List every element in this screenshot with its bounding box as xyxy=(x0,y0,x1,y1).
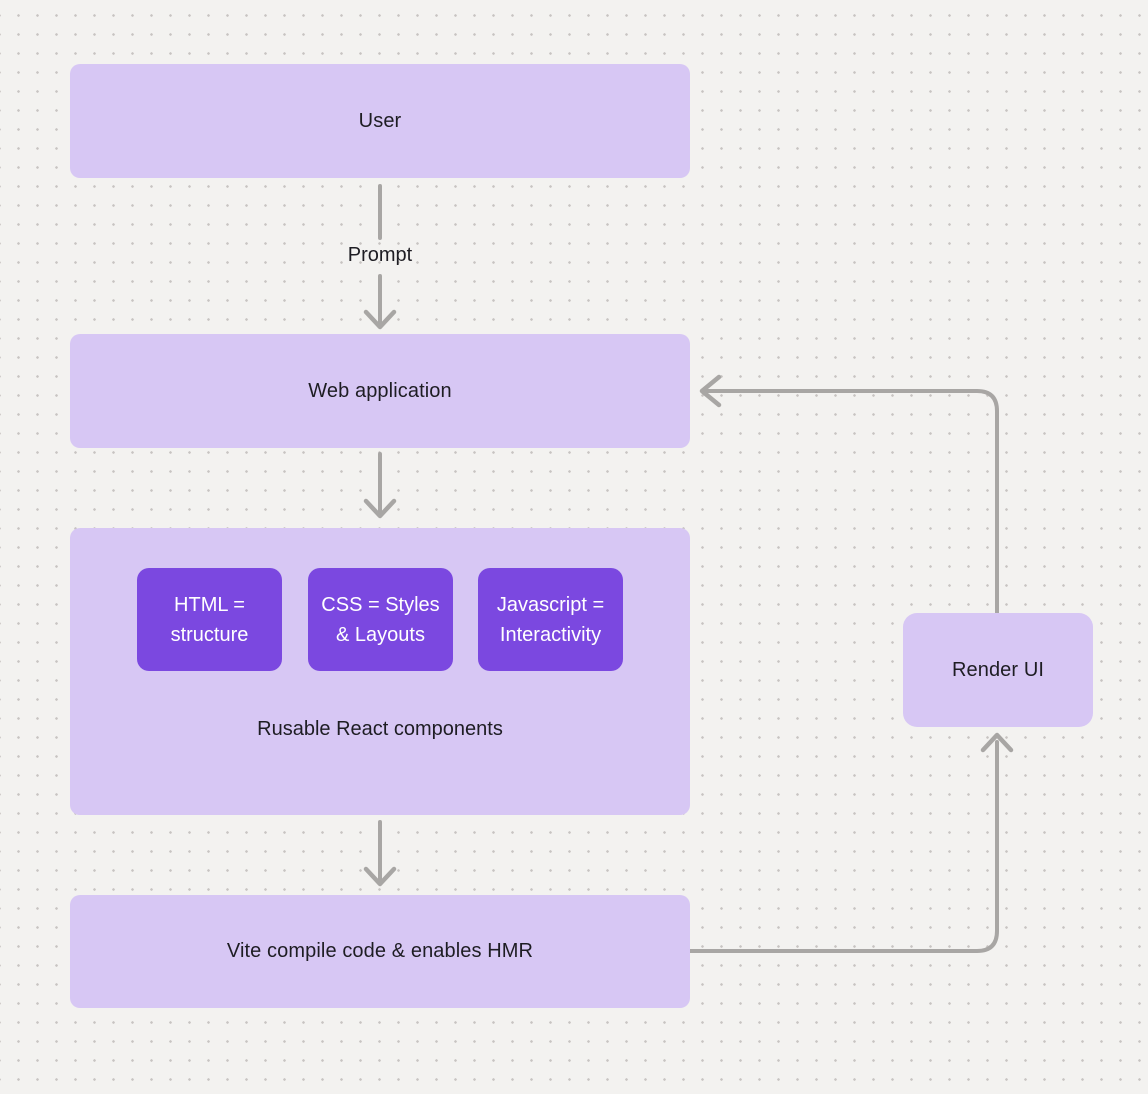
chip-javascript-label: Javascript = Interactivity xyxy=(496,593,605,646)
node-render-ui-label: Render UI xyxy=(951,658,1045,681)
arrow-components-to-vite xyxy=(363,820,397,887)
chip-css-label: CSS = Styles & Layouts xyxy=(321,593,440,646)
arrow-vite-to-renderui xyxy=(688,732,1014,953)
chip-html: HTML = structure xyxy=(137,568,282,671)
components-group-caption: Rusable React components xyxy=(257,718,503,740)
arrow-webapp-to-components xyxy=(363,452,397,519)
chip-javascript: Javascript = Interactivity xyxy=(478,568,623,671)
node-user: User xyxy=(70,64,690,178)
arrowhead-down-icon xyxy=(363,866,397,887)
arrow-elbow-line xyxy=(688,740,999,953)
chip-css: CSS = Styles & Layouts xyxy=(308,568,453,671)
arrowhead-up-icon xyxy=(980,732,1014,753)
node-components-group: HTML = structure CSS = Styles & Layouts … xyxy=(70,528,690,815)
arrowhead-down-icon xyxy=(363,498,397,519)
node-web-application: Web application xyxy=(70,334,690,448)
arrowhead-down-icon xyxy=(363,309,397,330)
arrow-elbow-line xyxy=(704,389,999,615)
edge-label-prompt: Prompt xyxy=(347,244,413,266)
node-vite-label: Vite compile code & enables HMR xyxy=(226,940,534,962)
node-web-application-label: Web application xyxy=(308,379,452,402)
arrow-renderui-to-webapp xyxy=(699,374,999,615)
chip-html-label: HTML = structure xyxy=(170,593,249,646)
node-vite: Vite compile code & enables HMR xyxy=(70,895,690,1008)
arrowhead-left-icon xyxy=(699,374,722,408)
node-user-label: User xyxy=(358,109,402,132)
node-render-ui: Render UI xyxy=(903,613,1093,727)
